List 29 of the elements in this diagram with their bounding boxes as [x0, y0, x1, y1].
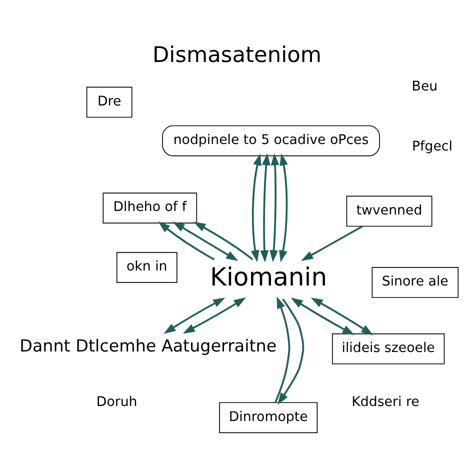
node-box: twvenned	[346, 196, 432, 227]
arrow	[274, 296, 290, 403]
arrow	[301, 226, 363, 261]
arrow	[290, 298, 355, 336]
arrow	[194, 222, 254, 260]
label: Doruh	[96, 394, 138, 410]
label: Pfgecl	[412, 139, 452, 154]
arrow	[270, 153, 280, 262]
arrow	[164, 298, 226, 334]
label: Beu	[412, 79, 438, 94]
arrow	[279, 153, 288, 262]
node-box: okn in	[116, 252, 178, 283]
arrow	[182, 297, 246, 334]
node-box: Dre	[86, 86, 132, 118]
arrow	[310, 298, 374, 336]
arrow	[278, 298, 304, 405]
diagram-title: Dismasateniom	[152, 43, 322, 68]
node-box: Sinore ale	[372, 267, 459, 298]
arrow	[172, 222, 238, 262]
node-box: Dinromopte	[219, 402, 318, 434]
label: Kddseri re	[352, 394, 420, 410]
node-box: ilideis szeoele	[332, 333, 445, 364]
node-box: nodpinele to 5 ocadive oPces	[162, 125, 380, 156]
node-box: Dlheho of f	[102, 192, 198, 224]
arrow	[158, 221, 215, 260]
arrow	[260, 153, 270, 262]
node-text: Kiomanin	[210, 262, 328, 292]
node-text: Dannt Dtlcemhe Aatugerraitne	[20, 336, 277, 356]
arrow	[250, 153, 262, 262]
